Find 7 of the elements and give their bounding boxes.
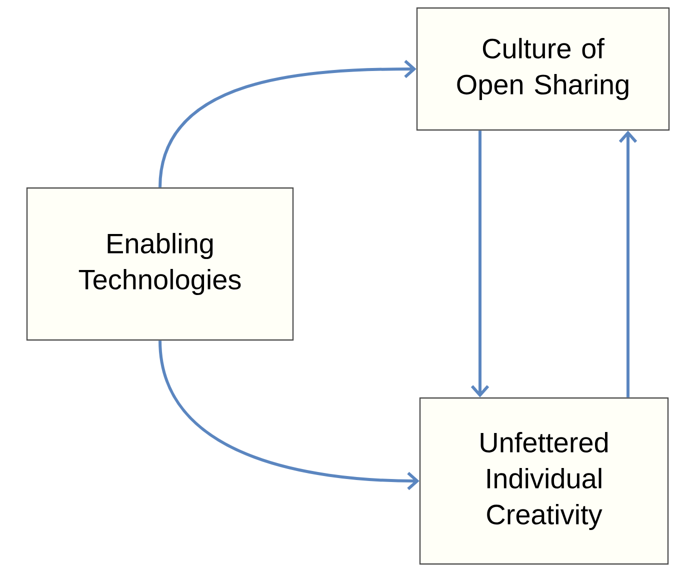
arrow bbox=[470, 130, 490, 398]
arrow bbox=[618, 130, 638, 398]
process-box: Culture of Open Sharing bbox=[416, 7, 670, 131]
arrow bbox=[158, 60, 416, 188]
process-box: Unfettered Individual Creativity bbox=[419, 397, 669, 565]
process-box: Enabling Technologies bbox=[26, 187, 294, 341]
arrow bbox=[158, 340, 420, 490]
